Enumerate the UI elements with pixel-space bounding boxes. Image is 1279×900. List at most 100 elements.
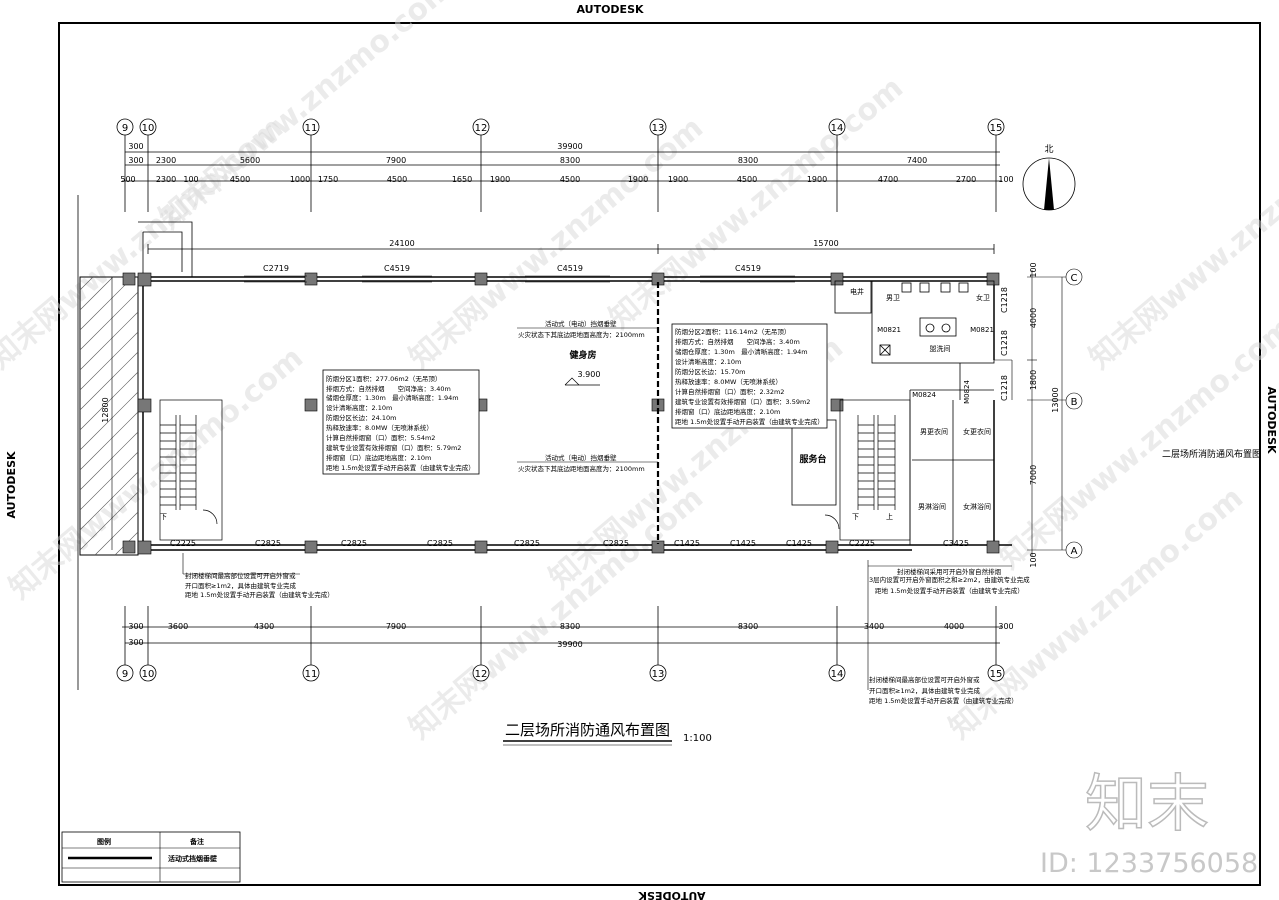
window-label: C2825 <box>427 539 453 548</box>
zone1-note: 防烟分区1面积：277.06m2（无吊顶） 排烟方式：自然排烟 空间净高：3.4… <box>322 369 480 475</box>
top-grid-labels: 9 10 11 12 13 14 15 <box>122 123 1003 134</box>
structural-columns <box>122 272 1000 555</box>
stair-note: 封闭楼梯间采用可开启外窗自然排烟 <box>897 567 1002 576</box>
left-stair <box>159 399 223 541</box>
axis-label: 15 <box>990 669 1003 680</box>
top-window-labels: C2719 C4519 C4519 C4519 <box>263 264 761 273</box>
bottom-grid-labels: 9 10 11 12 13 14 15 <box>122 669 1003 680</box>
zone2-note: 防烟分区2面积：116.14m2（无吊顶） 排烟方式：自然排烟 空间净高：3.4… <box>671 323 828 429</box>
top-windows <box>244 275 795 283</box>
stair-note: 3层内设置可开启外窗面积之和≥2m2，由建筑专业完成 <box>869 575 1030 584</box>
zone2-line: 排烟窗（口）底边距地高度：2.10m <box>675 407 780 416</box>
axis-label: 9 <box>122 123 128 134</box>
autodesk-label-right: AUTODESK <box>1265 386 1278 454</box>
room-women-wc-label: 女卫 <box>976 293 990 302</box>
right-stair <box>824 399 911 541</box>
window-label: C2225 <box>170 539 196 548</box>
dim-text: 100 <box>1029 552 1038 567</box>
curtain-note: 火灾状态下其底边距地面高度为：2100mm <box>518 330 645 339</box>
bottom-window-labels: C2225 C2825 C2825 C2825 C2825 C2825 C142… <box>170 539 969 548</box>
row-label: C <box>1071 273 1078 284</box>
dim-text: 7000 <box>1029 465 1038 485</box>
axis-label: 13 <box>652 123 665 134</box>
room-service-label: 服务台 <box>799 453 826 465</box>
row-label: A <box>1071 546 1078 557</box>
dim-text: 8300 <box>560 156 580 165</box>
zone2-line: 排烟方式：自然排烟 空间净高：3.40m <box>675 337 800 346</box>
dim-total: 39900 <box>557 142 582 151</box>
dim-text: 7900 <box>386 156 406 165</box>
stair-note: 封闭楼梯间最高部位设置可开启外窗或 <box>869 675 980 684</box>
window-label: C1425 <box>674 539 700 548</box>
axis-label: 15 <box>990 123 1003 134</box>
dim-text: 1800 <box>1029 370 1038 390</box>
window-label: C2825 <box>341 539 367 548</box>
room-women-change-label: 女更衣间 <box>963 427 991 436</box>
row-label: B <box>1071 397 1078 408</box>
top-grid-axes <box>116 118 1005 212</box>
dim-text: 8300 <box>738 156 758 165</box>
room-men-shower-label: 男淋浴间 <box>918 502 946 511</box>
dim-text: 7400 <box>907 156 927 165</box>
stair-note: 开口面积≥1m2，具体由建筑专业完成 <box>185 581 297 590</box>
dim-total: 39900 <box>557 640 582 649</box>
right-rooms <box>791 280 995 545</box>
room-men-change-label: 男更衣间 <box>920 427 948 436</box>
dim-text: 1750 <box>318 175 338 184</box>
window-label: C4519 <box>384 264 410 273</box>
dim-text: 4500 <box>387 175 407 184</box>
zone2-line: 距地 1.5m处设置手动开启装置（由建筑专业完成） <box>675 417 824 426</box>
title-scale: 1:100 <box>683 733 712 744</box>
zone1-line: 计算自然排烟窗（口）面积：5.54m2 <box>326 433 435 442</box>
dim-text: 5600 <box>240 156 260 165</box>
autodesk-label-top: AUTODESK <box>576 3 644 16</box>
zone1-line: 排烟窗（口）底边距地高度：2.10m <box>326 453 431 462</box>
dim-text: 100 <box>1029 262 1038 277</box>
window-label: C3425 <box>943 539 969 548</box>
zone2-line: 设计清晰高度：2.10m <box>675 357 741 366</box>
watermark-text: 知末网www.znzmo.com <box>403 480 710 746</box>
window-label: C2719 <box>263 264 289 273</box>
zone1-line: 设计清晰高度：2.10m <box>326 403 392 412</box>
sheet-frame <box>58 22 1261 886</box>
dim-text: 1650 <box>452 175 472 184</box>
axis-label: 12 <box>475 123 488 134</box>
stair-note: 距地 1.5m处设置手动开启装置（由建筑专业完成） <box>869 696 1018 705</box>
dim-text: 8300 <box>560 622 580 631</box>
curtain-note: 火灾状态下其底边距地面高度为：2100mm <box>518 464 645 473</box>
dim-span-left: 24100 <box>389 239 414 248</box>
zone1-line: 建筑专业设置有效排烟窗（口）面积：5.79m2 <box>326 443 461 452</box>
dim-text: 4000 <box>944 622 964 631</box>
dim-text: 4000 <box>1029 308 1038 328</box>
dim-text: 2300 <box>156 156 176 165</box>
elevation-label: 3.900 <box>578 370 601 379</box>
stair-down-label: 下 <box>160 513 167 521</box>
zone1-line: 储烟仓厚度：1.30m 最小清晰高度：1.94m <box>326 393 459 402</box>
title-main: 二层场所消防通风布置图 <box>505 721 670 739</box>
dim-text: 4500 <box>560 175 580 184</box>
door-label: M0824 <box>912 391 936 399</box>
dim-text: 100 <box>183 175 198 184</box>
stair-note: 距地 1.5m处设置手动开启装置（由建筑专业完成） <box>875 586 1024 595</box>
legend-table: 图例 备注 活动式挡烟垂壁 <box>61 831 241 883</box>
door-label: M0824 <box>963 380 971 404</box>
stair-left-note: 封闭楼梯间最高部位设置可开启外窗或 开口面积≥1m2，具体由建筑专业完成 距地 … <box>182 553 334 599</box>
room-washroom-label: 盥洗间 <box>930 344 951 353</box>
dim-text: 3400 <box>864 622 884 631</box>
left-outline <box>77 195 193 690</box>
window-label: C2825 <box>603 539 629 548</box>
window-label: C2825 <box>255 539 281 548</box>
window-label: C2825 <box>514 539 540 548</box>
axis-label: 12 <box>475 669 488 680</box>
bottom-dimension-text: 300 300 300 3600 4300 7900 8300 8300 340… <box>128 622 1013 649</box>
zone1-line: 热释放速率：8.0MW（无喷淋系统） <box>326 423 433 432</box>
dim-text: 4500 <box>230 175 250 184</box>
curtain-annotation-b: 活动式（电动）挡烟垂壁 火灾状态下其底边距地面高度为：2100mm <box>517 453 658 473</box>
brand-watermark: 知末 <box>1085 767 1209 840</box>
top-dimension-text: 39900 300 300 500 2300 5600 7900 8300 83… <box>120 142 1013 248</box>
window-label: C4519 <box>557 264 583 273</box>
hatched-wall <box>79 276 139 556</box>
axis-label: 14 <box>831 669 844 680</box>
room-women-shower-label: 女淋浴间 <box>963 502 991 511</box>
elevation-marker <box>564 377 600 386</box>
